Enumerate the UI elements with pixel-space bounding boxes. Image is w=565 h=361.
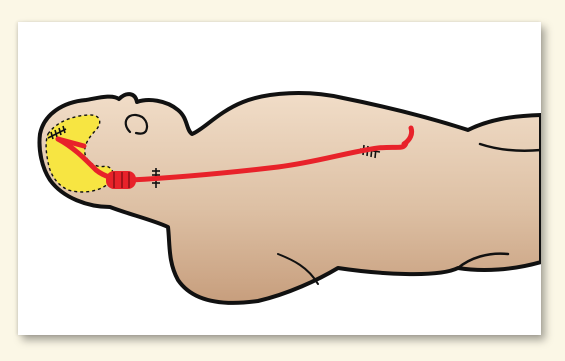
- valve-icon: [106, 171, 136, 189]
- body-illustration: [18, 22, 541, 335]
- illustration-panel: [18, 22, 541, 335]
- body-outline-icon: [39, 93, 541, 303]
